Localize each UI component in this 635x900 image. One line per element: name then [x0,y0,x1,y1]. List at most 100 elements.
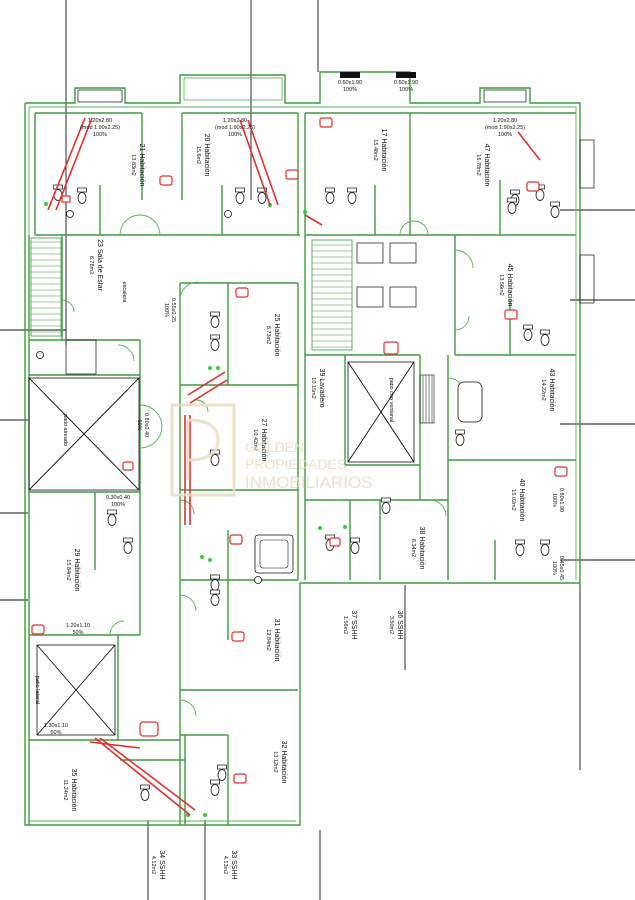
red-marker [526,181,540,192]
toilet-tank-icon [540,329,550,335]
toilet-tank-icon [325,187,335,193]
room-name: 40 Habitación [518,479,525,522]
toilet-icon [350,542,360,554]
fixtures [36,184,560,817]
stair-steps [312,244,352,348]
toilet-tank-icon [77,187,87,193]
opening-pct: 100% [163,303,169,317]
toilet-tank-icon [540,539,550,545]
fixture-marker [343,525,347,529]
toilet-icon [325,192,335,204]
red-marker [159,175,173,186]
red-line [187,371,226,396]
toilet-tank-icon [515,539,525,545]
toilet-icon [550,206,560,218]
room-name: 27 Habitación [260,419,267,462]
red-marker [233,773,247,784]
bathtub-icon [457,381,483,423]
toilet-icon [210,454,220,466]
toilet-tank-icon [210,589,220,595]
room-area: 8.73m2 [265,326,271,344]
opening-pct: 50% [72,630,83,636]
opening-pct: 100% [343,87,357,93]
room-area: 4.13m2 [222,856,228,874]
room-name: 45 Habitación [506,264,513,307]
stairs [30,237,435,424]
fixture-marker [203,813,207,817]
opening-size: 0.80x0.40 [143,413,149,437]
room-area: 10.42m2 [252,429,258,450]
red-marker [231,631,245,642]
note-escalera: escalera [121,282,127,304]
room-name: 17 Habitación [380,129,387,172]
opening-note: (mod 1.90x2.25) [215,125,255,131]
fixture-marker [208,558,212,562]
watermark-line: GOLDEN [245,439,304,455]
toilet-tank-icon [381,497,391,503]
room-name: 33 SSHH [230,850,237,879]
toilet-icon [455,434,465,446]
room-area: 15.6m2 [195,146,201,164]
toilet-tank-icon [257,187,267,193]
window [483,89,527,103]
toilet-tank-icon [455,429,465,435]
room-name: 39 Lavadero [318,369,325,408]
note-patio: patio aireado [62,414,68,446]
watermark-line: INMOBILIARIOS [245,473,373,492]
door [429,499,447,517]
red-marker [139,721,159,737]
red-marker [285,169,299,180]
room-name: 25 Habitación [273,314,280,357]
door [139,426,163,449]
door [179,499,195,515]
toilet-icon [210,316,220,328]
watermark-logo: GOLDEN PROPIEDADES INMOBILIARIOS [170,403,373,497]
toilet-tank-icon [510,189,520,195]
toilet-icon [347,192,357,204]
red-markup [31,117,568,816]
stair-center [311,239,353,351]
toilet-tank-icon [123,537,133,543]
opening-pct: 100% [228,132,242,138]
opening-pct: 100% [399,87,413,93]
toilet-tank-icon [210,779,220,785]
fixture-marker [318,526,322,530]
opening-size: 0.45x0.45 [558,556,564,580]
toilet-tank-icon [550,201,560,207]
door [139,214,161,236]
opening-size: 1.20x1.10 [66,623,90,629]
note-ventanal: patio con ventanal [388,378,394,423]
opening-pct: 50% [50,730,61,736]
fixture-marker [303,210,307,214]
toilet-icon [540,544,550,556]
room-area: 15.48m2 [372,139,378,160]
opening-pct: 100% [93,132,107,138]
room-area: 8.34m2 [410,539,416,557]
room-area: 3.50m2 [388,616,394,634]
toilet-icon [540,334,550,346]
wall-inner [29,106,577,580]
red-line [247,119,279,206]
toilet-tank-icon [235,187,245,193]
fixture-marker [216,366,220,370]
vent-grid [419,374,435,424]
red-marker [61,195,71,203]
ventanal [347,361,415,463]
sink-icon [36,351,44,359]
room-name: 36 SSHH [396,610,403,639]
door [139,404,163,428]
logo-mark [186,418,220,480]
toilet-tank-icon [347,187,357,193]
toilet-icon [210,784,220,796]
door [179,594,197,612]
opening-pct: 100% [551,493,557,507]
toilet-tank-icon [210,574,220,580]
door [179,699,197,717]
opening-size: 0.60x1.90 [338,80,362,86]
toilet-tank-icon [217,764,227,770]
opening-note: (mod 1.90x2.25) [485,125,525,131]
vent-lines [422,375,433,423]
room-area: 13.56m2 [498,274,504,295]
toilet-tank-icon [507,197,517,203]
red-marker [383,341,399,355]
